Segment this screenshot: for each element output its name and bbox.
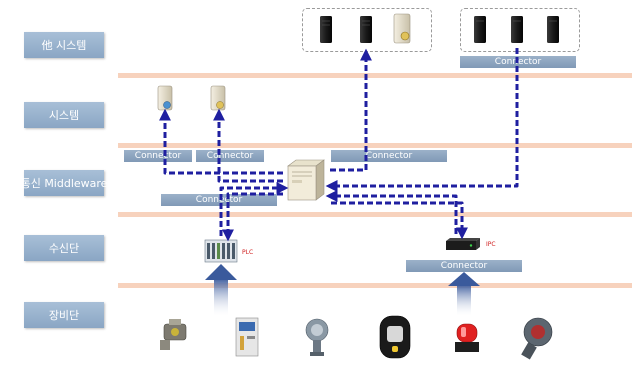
server-rack-icon <box>547 16 559 43</box>
layer-separator <box>118 73 632 78</box>
flow-middleware-to-ipc <box>331 201 468 240</box>
connector-receiver-ipc: Connector <box>406 260 522 272</box>
flow-from-other-system-2 <box>325 48 519 192</box>
server-rack-icon <box>474 16 486 43</box>
portable-detector-icon <box>379 315 411 359</box>
layer-label-system: 시스템 <box>24 102 104 128</box>
connector-system-left: Connector <box>124 150 192 162</box>
plc-label: PLC <box>242 249 254 256</box>
layer-label-other-system: 他 시스템 <box>24 32 104 58</box>
workstation-server-icon <box>157 85 173 111</box>
layer-label-receiver: 수신단 <box>24 235 104 261</box>
server-rack-icon <box>511 16 523 43</box>
connector-middleware-bottom: Connector <box>161 194 277 206</box>
control-panel-icon <box>235 317 259 357</box>
layer-separator <box>118 283 632 288</box>
layer-label-middleware: 통신 Middleware <box>21 170 107 196</box>
fixed-gas-detector-icon <box>521 317 553 360</box>
workstation-server-icon <box>210 85 226 111</box>
gas-sensor-icon <box>305 318 329 356</box>
server-rack-icon <box>360 16 372 43</box>
flow-middleware-to-plc <box>222 192 283 242</box>
connector-middleware-top: Connector <box>331 150 447 162</box>
flow-to-system-right <box>213 108 283 183</box>
database-server-icon <box>393 13 411 44</box>
warning-beacon-icon <box>455 323 479 352</box>
flow-plc-to-middleware <box>219 182 289 236</box>
server-rack-icon <box>320 16 332 43</box>
flow-ipc-to-middleware <box>325 190 458 234</box>
plc-input-arrow <box>205 264 237 316</box>
connector-system-right: Connector <box>196 150 264 162</box>
layer-separator <box>118 212 632 217</box>
ipc-input-arrow <box>448 272 480 316</box>
plc-device-icon <box>204 239 238 263</box>
layer-label-equipment: 장비단 <box>24 302 104 328</box>
data-flow-arrows <box>159 48 519 242</box>
layer-separator <box>118 143 632 148</box>
ipc-device-icon <box>446 238 480 250</box>
ipc-label: IPC <box>486 241 496 248</box>
flow-to-other-system-1 <box>330 48 372 172</box>
middleware-server-icon <box>287 159 325 201</box>
gas-detector-icon <box>160 319 187 350</box>
flow-to-system-left <box>159 108 283 175</box>
